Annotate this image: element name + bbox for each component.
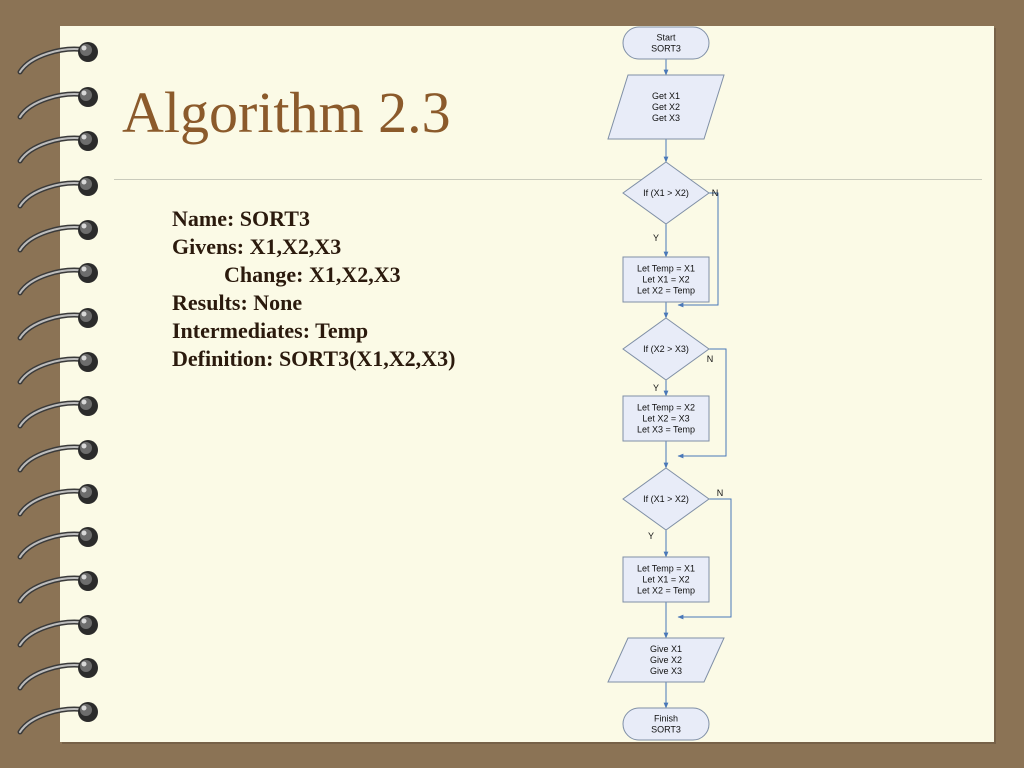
binding-ring [17,42,98,75]
swap-box-1-shape [622,256,710,303]
swap-box-3-text: Let Temp = X1 [637,564,695,574]
decision-2-text: If (X2 > X3) [643,344,689,354]
give-output-text: Give X3 [650,666,682,676]
yes-label-2: Y [653,383,659,393]
title-divider [114,179,982,180]
binding-ring [17,396,98,429]
decision-1-text: If (X1 > X2) [643,188,689,198]
decision-2-shape [622,317,710,381]
binding-ring [17,615,98,648]
detail-name: Name: SORT3 [172,206,310,231]
detail-givens: Givens: X1,X2,X3 [172,234,342,259]
start-terminal-text: Start [656,33,676,43]
decision-1-shape [622,161,710,225]
detail-change: Change: X1,X2,X3 [224,262,401,287]
flow-connectors [663,59,732,709]
detail-intermediates: Intermediates: Temp [172,318,369,343]
give-output-text: Give X1 [650,644,682,654]
give-output-shape [607,637,725,683]
start-terminal-text: SORT3 [651,44,681,54]
binding-ring [17,176,98,209]
decision-3-text: If (X1 > X2) [643,494,689,504]
give-output-text: Give X2 [650,655,682,665]
swap-box-2-text: Let X2 = X3 [642,414,689,424]
notebook-page [60,26,994,742]
spiral-binding [17,42,98,735]
swap-box-2-shape [622,395,710,442]
no-label-1: N [712,188,719,198]
binding-ring [17,658,98,691]
binding-ring [17,308,98,341]
binding-ring [17,131,98,164]
no-label-3: N [717,488,724,498]
swap-box-3-text: Let X1 = X2 [642,575,689,585]
binding-ring [17,263,98,296]
get-input-text: Get X3 [652,113,680,123]
swap-box-1-text: Let Temp = X1 [637,264,695,274]
swap-box-2-text: Let Temp = X2 [637,403,695,413]
algorithm-details: Name: SORT3 Givens: X1,X2,X3 Change: X1,… [172,205,455,373]
yes-label-1: Y [653,233,659,243]
connector-arrow [677,498,732,620]
finish-terminal-shape [622,707,710,741]
swap-box-1-text: Let X1 = X2 [642,275,689,285]
binding-ring [17,220,98,253]
binding-ring [17,87,98,120]
detail-definition: Definition: SORT3(X1,X2,X3) [172,346,456,371]
connector-arrow [677,192,719,308]
get-input-text: Get X2 [652,102,680,112]
detail-results: Results: None [172,290,303,315]
finish-terminal-text: Finish [654,714,678,724]
yes-label-3: Y [648,531,654,541]
binding-ring [17,484,98,517]
slide-title: Algorithm 2.3 [122,80,451,145]
finish-terminal-text: SORT3 [651,725,681,735]
connector-arrow [677,348,727,459]
get-input-text: Get X1 [652,91,680,101]
get-input-shape [607,74,725,140]
binding-ring [17,527,98,560]
start-terminal-shape [622,26,710,60]
swap-box-1-text: Let X2 = Temp [637,286,695,296]
swap-box-3-shape [622,556,710,603]
binding-ring [17,440,98,473]
binding-ring [17,702,98,735]
swap-box-2-text: Let X3 = Temp [637,425,695,435]
no-label-2: N [707,354,714,364]
binding-ring [17,571,98,604]
decision-3-shape [622,467,710,531]
swap-box-3-text: Let X2 = Temp [637,586,695,596]
binding-ring [17,352,98,385]
